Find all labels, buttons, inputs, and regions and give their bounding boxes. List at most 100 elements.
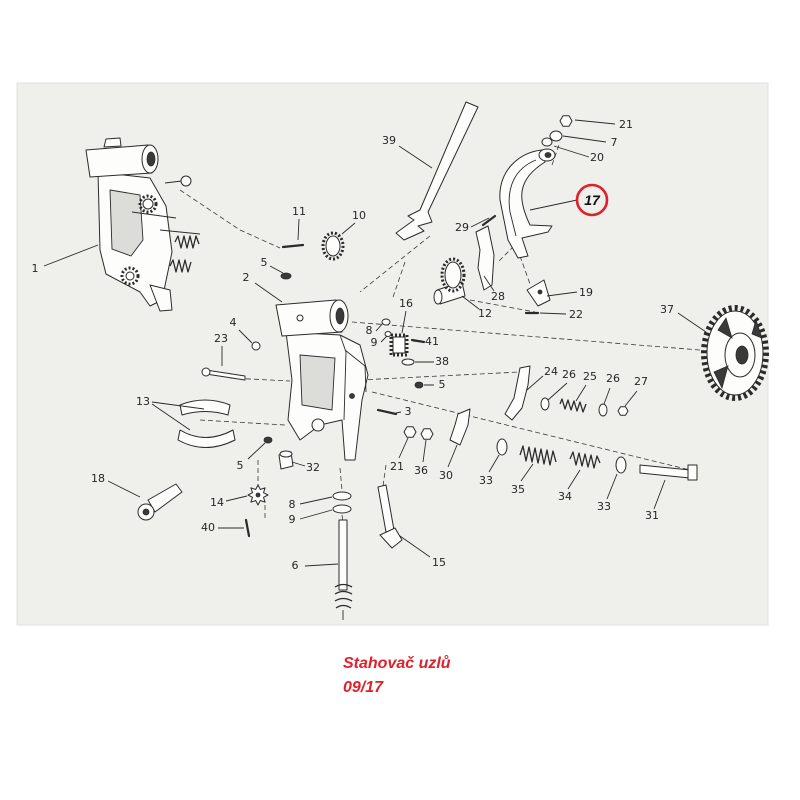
part-9-washer-upper [384,331,392,337]
part-1-cylinder-bore [146,151,156,167]
part-number-label: 34 [558,490,572,503]
part-number-label: 26 [606,372,620,385]
part-number-label: 33 [479,474,493,487]
part-5-screw-upper [280,272,292,280]
part-16-gear-teeth [389,333,409,357]
part-number-label: 24 [544,365,558,378]
part-18-arm-hole [142,508,150,516]
part-number-label: 7 [611,136,618,149]
part-11-screw [281,243,305,249]
part-2-cylinder [275,299,343,337]
part-25-spring [559,398,587,413]
part-23-bolt-head [201,367,211,377]
part-1-knotter-frame [85,137,201,312]
part-number-label: 39 [382,134,396,147]
part-2-small-hole [349,393,355,399]
caption-code: 09/17 [343,679,384,696]
part-number-label: 11 [292,205,306,218]
assembly-dashed-lines [179,141,701,523]
part-number-label: 5 [237,459,244,472]
part-13-shell-upper [179,399,231,416]
part-2-frame-opening [299,354,336,411]
part-10-gear-hub [325,235,341,257]
highlight-ring [575,183,609,217]
part-number-label: 30 [439,469,453,482]
part-28-plate [475,225,495,291]
part-21-nut-lower [403,426,417,438]
part-14-star-gear-bore [255,492,261,498]
part-6-shaft [338,519,348,591]
part-number-label: 36 [414,464,428,477]
part-35-spring [519,445,557,466]
part-2-main-bracket [275,299,369,461]
part-34-spring [569,451,601,469]
part-2-flange-edge [339,334,367,421]
part-number-label: 5 [439,378,446,391]
part-10-gear [321,231,345,261]
part-2-bolt-hole [311,418,325,432]
part-2-cylinder-bore [335,307,345,325]
part-number-label: 40 [201,521,215,534]
part-26-washer-right [598,403,608,417]
part-17-arm-edge [508,159,537,237]
part-2-grease-hole [296,314,304,322]
part-29-pin [481,214,497,227]
part-number-label: 14 [210,496,224,509]
part-37-bore [735,345,749,365]
part-number-label: 16 [399,297,413,310]
part-number-label: 23 [214,332,228,345]
part-6-spring [334,583,353,609]
part-number-label: 2 [243,271,250,284]
part-27-nut [617,406,629,416]
part-number-label: 9 [371,336,378,349]
part-37-teeth [701,305,769,401]
part-26-washer-left [540,397,550,411]
part-17-bushing-bore [544,152,552,158]
part-33-washer-left [496,438,508,456]
part-31-bolt-head [687,464,698,481]
part-number-label: 8 [289,498,296,511]
part-40-pin [244,518,251,538]
part-24-lever [504,365,531,421]
highlighted-part-number: 17 [584,192,601,208]
caption-title: Stahovač uzlů [343,655,451,672]
part-1-frame-opening [109,189,144,257]
part-number-label: 32 [306,461,320,474]
part-number-label: 21 [390,460,404,473]
part-number-label: 38 [435,355,449,368]
part-8-washer-upper [381,318,391,326]
part-37-ratchet-gear [701,305,769,401]
part-8-washer-lower [332,491,352,501]
part-1-shaft [131,211,201,235]
part-number-label: 27 [634,375,648,388]
part-number-label: 19 [579,286,593,299]
part-13-shell-lower [177,429,236,448]
part-1-foot [149,284,173,312]
part-12-gear-hub [444,261,462,289]
part-9-washer-lower [332,504,352,514]
part-number-label: 25 [583,370,597,383]
part-17-knot-stripper [499,148,556,259]
part-number-label: 31 [645,509,659,522]
part-number-label: 8 [366,324,373,337]
part-15-fork [379,527,403,549]
part-32-bushing [279,450,293,458]
part-1-upper-gear-hub [142,198,154,210]
part-16-gear [392,336,406,354]
part-number-label: 41 [425,335,439,348]
part-12-shaft-end [433,289,443,305]
part-38-washer [401,358,415,366]
part-1-upper-gear [138,194,158,214]
part-number-label: 35 [511,483,525,496]
part-number-label: 6 [292,559,299,572]
part-7-washer [549,130,563,142]
part-1-spring-lower [169,259,192,273]
part-number-label: 10 [352,209,366,222]
part-number-label: 33 [597,500,611,513]
part-number-label: 26 [562,368,576,381]
part-39-blade [395,101,479,241]
part-1-lower-gear [120,266,140,286]
part-number-label: 9 [289,513,296,526]
part-1-lower-gear-hub [125,271,135,281]
